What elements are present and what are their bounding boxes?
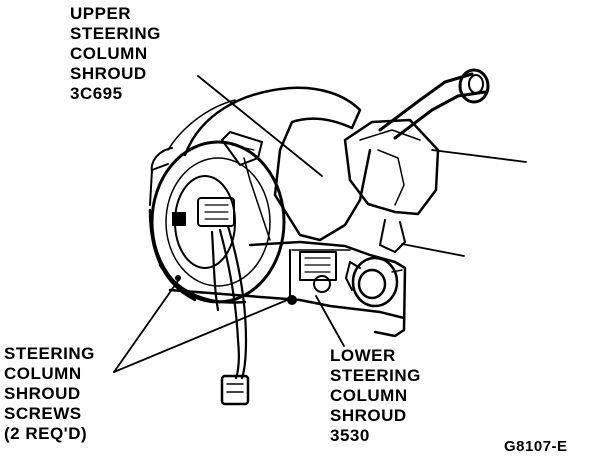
leader-line-lower-shroud xyxy=(315,295,345,347)
callout-upper-shroud: UPPER STEERING COLUMN SHROUD 3C695 xyxy=(70,4,161,104)
callout-upper-line-3: COLUMN xyxy=(70,44,148,63)
leader-line-screw-1 xyxy=(113,277,181,373)
callout-lower-line-1: LOWER xyxy=(330,346,396,365)
shroud-screw-marker-left xyxy=(175,275,181,281)
callout-screws-line-2: COLUMN xyxy=(4,364,82,383)
callout-shroud-screws: STEERING COLUMN SHROUD SCREWS (2 REQ'D) xyxy=(4,344,95,444)
callout-lower-shroud: LOWER STEERING COLUMN SHROUD 3530 xyxy=(330,346,421,446)
callout-screws-line-3: SHROUD xyxy=(4,384,81,403)
callout-lower-line-2: STEERING xyxy=(330,366,421,385)
callout-screws-line-1: STEERING xyxy=(4,344,95,363)
callout-lower-line-3: COLUMN xyxy=(330,386,408,405)
shroud-screw-marker-bottom xyxy=(287,296,293,302)
callout-screws-line-5: (2 REQ'D) xyxy=(4,424,88,443)
leader-line-lower-right xyxy=(401,243,465,257)
multifunction-stalk-shape xyxy=(343,68,490,253)
callout-upper-line-4: SHROUD xyxy=(70,64,147,83)
leader-line-screw-2 xyxy=(113,297,293,373)
lower-shroud-shape xyxy=(168,240,407,338)
callout-upper-line-5: 3C695 xyxy=(70,84,123,103)
leader-line-stalk-right xyxy=(431,149,527,163)
wiring-harness-shape xyxy=(210,224,250,406)
ignition-cylinder-shape xyxy=(345,256,403,308)
callout-upper-line-1: UPPER xyxy=(70,4,132,23)
leader-line-upper-shroud xyxy=(197,75,323,177)
figure-id-label: G8107-E xyxy=(504,438,568,455)
callout-lower-line-5: 3530 xyxy=(330,426,370,445)
callout-upper-line-2: STEERING xyxy=(70,24,161,43)
leader-lines xyxy=(113,75,527,373)
clockspring-connector-shape xyxy=(221,131,271,241)
callout-lower-line-4: SHROUD xyxy=(330,406,407,425)
callout-screws-line-4: SCREWS xyxy=(4,404,82,423)
